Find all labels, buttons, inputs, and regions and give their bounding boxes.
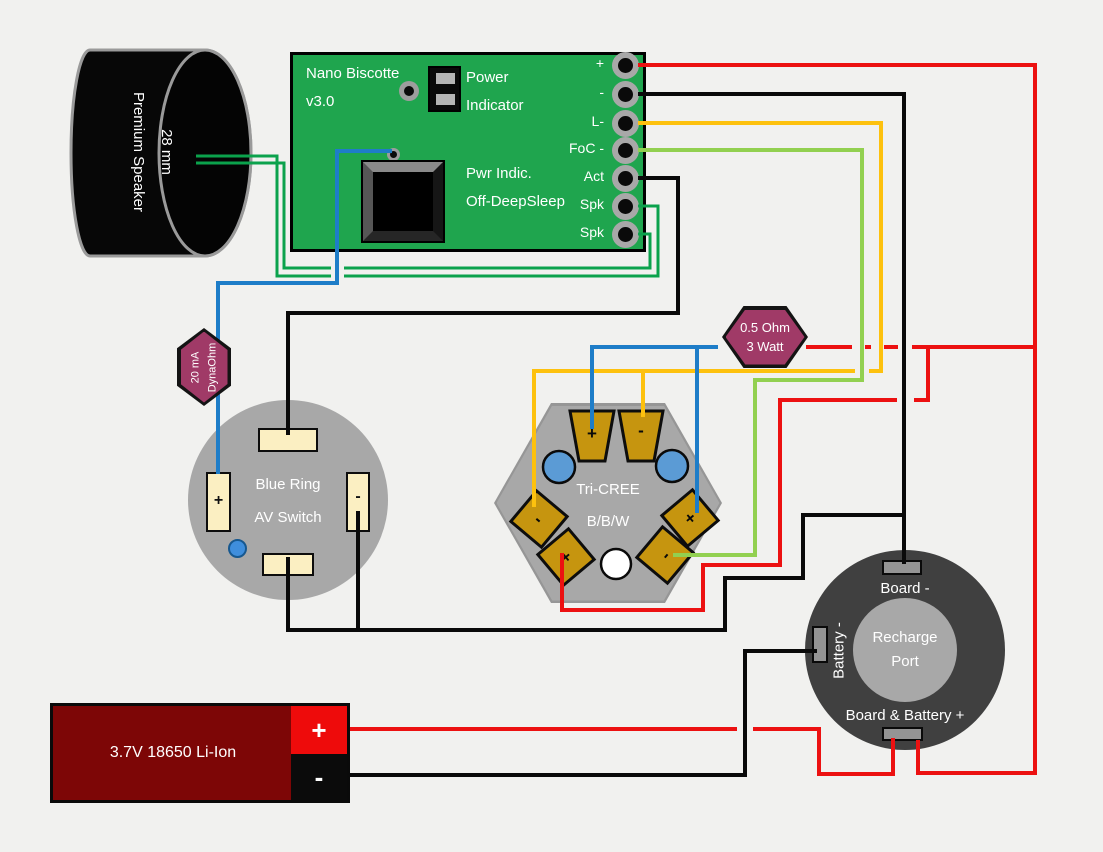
board-pad---1 xyxy=(612,81,639,108)
resistor-wattage: 3 Watt xyxy=(746,339,784,354)
board-pad-act-4 xyxy=(612,165,639,192)
speaker-label: 28 mm Premium Speaker xyxy=(62,62,242,242)
speaker-name-text: Premium Speaker xyxy=(130,91,147,213)
power-indicator-led xyxy=(428,66,461,112)
blue-led-right xyxy=(654,448,690,484)
board-pad-label-0: + xyxy=(595,55,604,71)
tricree-name: Tri-CREE xyxy=(576,481,640,498)
wire-white-led-plus-a xyxy=(914,345,930,402)
white-led xyxy=(599,547,633,581)
board-pad-label-1: - xyxy=(599,84,604,100)
port-center-1: Recharge xyxy=(872,629,938,646)
board-version: v3.0 xyxy=(306,93,335,110)
battery-label: 3.7V 18650 Li-Ion xyxy=(109,744,237,761)
speaker-size-text: 28 mm xyxy=(158,129,176,175)
power-label-2: Indicator xyxy=(466,97,524,114)
port-center: Recharge Port xyxy=(853,598,957,702)
av-label-1: Blue Ring xyxy=(255,476,321,493)
recharge-port[interactable]: Board - Battery - Board & Battery + Rech… xyxy=(805,550,1005,750)
board-pad-l--2 xyxy=(612,110,639,137)
dynaohm-name: DynaOhm xyxy=(206,342,218,392)
port-pad-battery-minus xyxy=(812,626,828,663)
av-switch[interactable]: + - Blue Ring AV Switch xyxy=(188,400,388,600)
port-center-2: Port xyxy=(891,653,919,670)
board-pad-label-5: Spk xyxy=(579,196,604,212)
resistor-value: 0.5 Ohm xyxy=(740,319,790,335)
power-indicator-pad xyxy=(399,81,419,101)
av-blue-dot xyxy=(228,539,247,558)
av-minus-sign: - xyxy=(355,488,361,505)
blue-led-left xyxy=(541,449,577,485)
board-pad-foc--3 xyxy=(612,137,639,164)
av-pad-bottom xyxy=(262,553,314,576)
av-label-2: AV Switch xyxy=(254,509,322,526)
board-pad-label-4: Act xyxy=(583,168,604,184)
av-plus-sign: + xyxy=(213,492,224,509)
port-bottom-label: Board & Battery + xyxy=(845,707,965,724)
board-title: Nano Biscotte xyxy=(306,65,400,82)
wire-batt-minus-to-port xyxy=(350,649,817,777)
tricree-config: B/B/W xyxy=(586,513,630,530)
tricree-pads: + - - + + - xyxy=(508,409,721,588)
battery-minus-terminal: - xyxy=(291,754,347,800)
board-pad-spk-6 xyxy=(612,221,639,248)
port-pad-board-minus xyxy=(882,560,922,575)
dynaohm-value: 20 mA xyxy=(189,351,202,383)
battery: 3.7V 18650 Li-Ion + - xyxy=(50,703,350,803)
board-pad-label-6: Spk xyxy=(579,224,604,240)
tricree-led: + - - + + - Tri-CREE B/B/W xyxy=(494,403,722,603)
power-label-1: Power xyxy=(466,69,509,86)
av-pad-plus xyxy=(206,472,231,532)
board-pad-spk-5 xyxy=(612,193,639,220)
sign-top-left: + xyxy=(587,424,597,443)
board-pad-label-3: FoC - xyxy=(569,140,604,156)
pwr-indic-pad xyxy=(387,148,400,161)
main-chip xyxy=(361,160,445,243)
battery-plus-terminal: + xyxy=(291,706,347,754)
board-pad--0 xyxy=(612,52,639,79)
port-left-label: Battery - xyxy=(830,622,848,679)
power-resistor: 0.5 Ohm 3 Watt xyxy=(722,306,808,368)
port-pad-plus xyxy=(882,727,923,741)
sign-top-right: - xyxy=(638,421,644,440)
board-pad-label-2: L- xyxy=(591,113,604,129)
av-pad-top xyxy=(258,428,318,452)
dynaohm-resistor: 20 mA DynaOhm xyxy=(177,328,231,406)
